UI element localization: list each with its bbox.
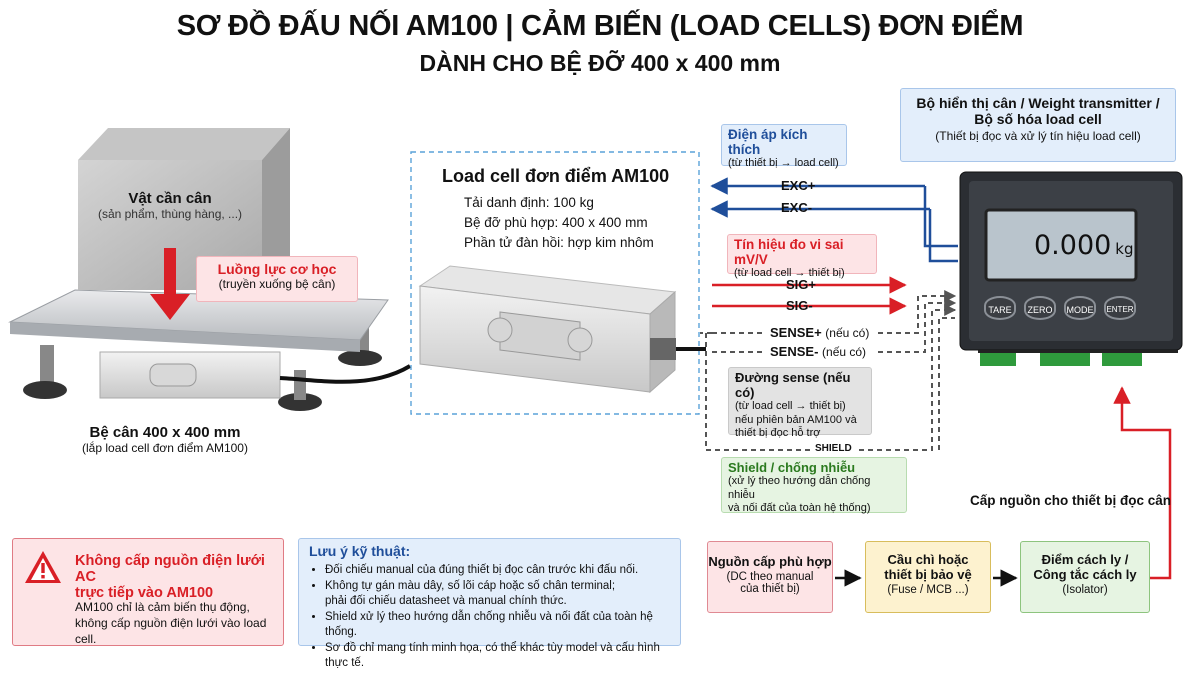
note-item: Không tự gán màu dây, số lõi cáp hoặc số…	[325, 579, 670, 610]
page-subtitle: DÀNH CHO BỆ ĐỠ 400 x 400 mm	[419, 50, 781, 76]
wire-sig-minus: SIG-	[786, 298, 813, 313]
warning-box: Không cấp nguồn điện lưới AC trực tiếp v…	[12, 538, 284, 646]
notes-box: Lưu ý kỹ thuật: Đối chiếu manual của đún…	[298, 538, 681, 669]
zero-button[interactable]: ZERO	[1024, 296, 1056, 320]
power-label: Cấp nguồn cho thiết bị đọc cân	[970, 493, 1171, 508]
display-info-box: Bộ hiển thị cân / Weight transmitter / B…	[900, 88, 1176, 162]
object-label: Vật cần cân (sản phẩm, thùng hàng, ...)	[97, 190, 243, 221]
wire-sense-plus: SENSE+ (nếu có)	[770, 325, 870, 340]
wire-sense-minus: SENSE- (nếu có)	[770, 344, 867, 359]
sense-box: Đường sense (nếu có) (từ load cell → thi…	[728, 367, 872, 439]
loadcell-spec: Tải danh định: 100 kg	[464, 195, 594, 210]
warning-icon	[25, 551, 61, 583]
loadcell-info: Load cell đơn điểm AM100 Tải danh định: …	[442, 166, 692, 253]
tare-button[interactable]: TARE	[984, 296, 1016, 320]
enter-button[interactable]: ENTER	[1104, 296, 1136, 320]
loadcell-spec: Phần tử đàn hồi: hợp kim nhôm	[464, 235, 654, 250]
flow-fuse: Cầu chì hoặc thiết bị bảo vệ (Fuse / MCB…	[865, 541, 991, 613]
wire-exc-plus: EXC+	[781, 178, 816, 193]
platform-label: Bệ cân 400 x 400 mm (lắp load cell đơn đ…	[82, 424, 248, 455]
loadcell-spec: Bệ đỡ phù hợp: 400 x 400 mm	[464, 215, 648, 230]
signal-box: Tín hiệu đo vi sai mV/V (từ load cell → …	[727, 234, 877, 279]
flow-isolator: Điểm cách ly / Công tắc cách ly (Isolato…	[1020, 541, 1150, 613]
flow-power-supply: Nguồn cấp phù hợp (DC theo manual của th…	[707, 541, 833, 613]
platform-scale-drawing	[8, 289, 412, 411]
shield-box: Shield / chống nhiễu (xử lý theo hướng d…	[721, 457, 907, 514]
note-item: Đối chiếu manual của đúng thiết bị đọc c…	[325, 563, 670, 579]
mode-button[interactable]: MODE	[1064, 296, 1096, 320]
note-item: Sơ đồ chỉ mang tính minh họa, có thể khá…	[325, 641, 670, 672]
excitation-box: Điện áp kích thích (từ thiết bị → load c…	[721, 124, 847, 169]
indicator-device-drawing	[959, 171, 1183, 366]
wire-sig-plus: SIG+	[786, 277, 816, 292]
force-box: Luồng lực cơ học (truyền xuống bệ cân)	[196, 256, 358, 302]
loadcell-drawing	[418, 265, 706, 394]
note-item: Shield xử lý theo hướng dẫn chống nhiễu …	[325, 610, 670, 641]
wire-shield: SHIELD	[812, 443, 855, 454]
wire-exc-minus: EXC-	[781, 200, 813, 215]
page-title: SƠ ĐỒ ĐẤU NỐI AM100 | CẢM BIẾN (LOAD CEL…	[176, 10, 1024, 42]
